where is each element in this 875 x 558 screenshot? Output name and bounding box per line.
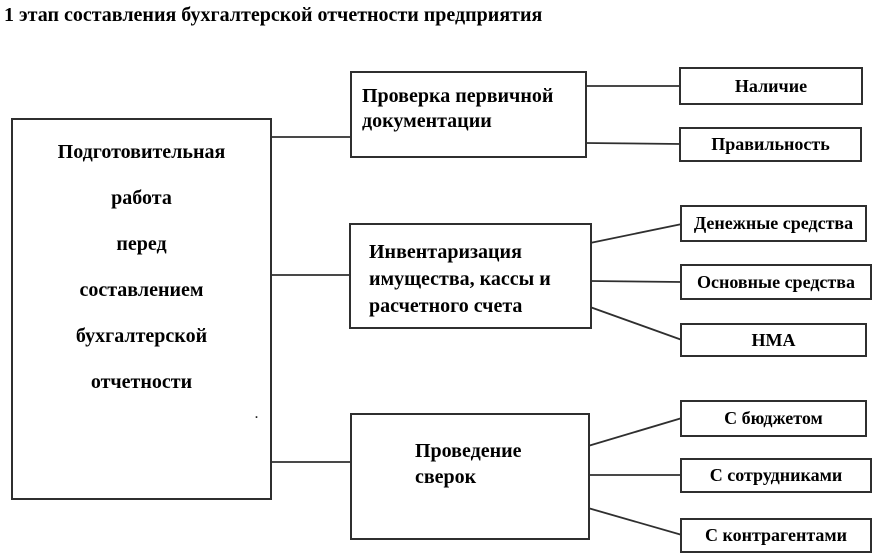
stray-dot-mark: .: [255, 407, 258, 421]
leaf-box-cash-funds: Денежные средства: [680, 205, 867, 242]
branch-box-primary-docs-check: Проверка первичной документации: [350, 71, 587, 158]
connector-branch2-to-leaf1: [589, 223, 683, 244]
leaf-box-correctness: Правильность: [679, 127, 862, 162]
root-box-line: бухгалтерской: [75, 325, 208, 347]
connector-branch2-to-leaf3: [589, 306, 683, 341]
root-box-line: отчетности: [90, 371, 193, 393]
leaf-box-intangible-assets: НМА: [680, 323, 867, 357]
connector-branch3-to-leaf3: [587, 507, 683, 536]
connector-branch1-to-leaf2: [584, 142, 682, 145]
leaf-box-fixed-assets: Основные средства: [680, 264, 872, 300]
connector-branch2-to-leaf2: [589, 280, 683, 283]
page-title: 1 этап составления бухгалтерской отчетно…: [4, 4, 543, 26]
root-box-line: Подготовительная: [57, 141, 226, 163]
branch-box-reconciliations: Проведение сверок: [350, 413, 590, 540]
root-box-line: составлением: [79, 279, 204, 301]
connector-branch3-to-leaf1: [587, 417, 683, 447]
branch-box-inventory: Инвентаризация имущества, кассы и расчет…: [349, 223, 592, 329]
root-box-line: работа: [111, 187, 172, 209]
leaf-box-with-budget: С бюджетом: [680, 400, 867, 437]
leaf-box-with-employees: С сотрудниками: [680, 458, 872, 493]
leaf-box-availability: Наличие: [679, 67, 863, 105]
root-box-line: перед: [116, 233, 167, 255]
root-box-preparatory-work: Подготовительная работа перед составлени…: [11, 118, 272, 500]
leaf-box-with-counterparties: С контрагентами: [680, 518, 872, 553]
